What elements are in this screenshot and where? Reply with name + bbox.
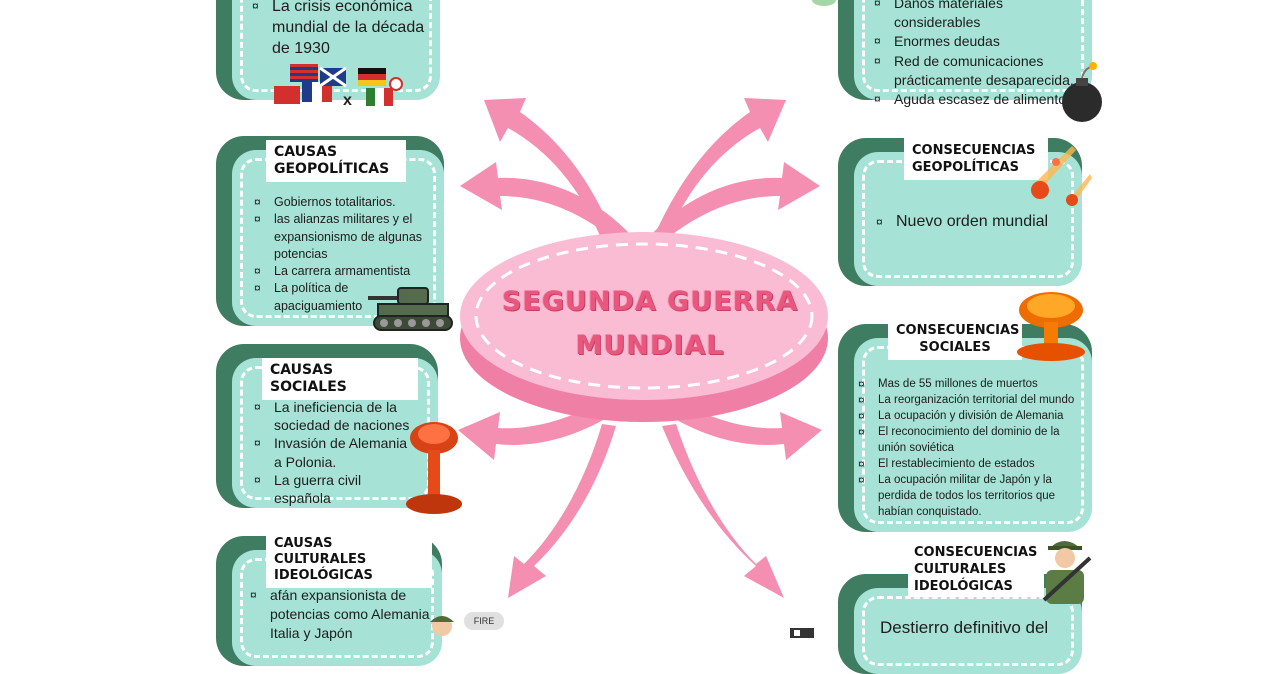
- list-item: La reorganización territorial del mundo: [858, 392, 1084, 408]
- arrow-to-causas-culturales: [508, 424, 616, 598]
- list-item: La crisis económica mundial de la década…: [252, 0, 432, 59]
- card-causas-geopoliticas: CAUSAS GEOPOLÍTICAS Gobiernos totalitari…: [216, 136, 444, 326]
- list-item: Nuevo orden mundial: [876, 212, 1066, 232]
- leaf-icon: [812, 0, 836, 6]
- causas-culturales-title: CAUSAS CULTURALES IDEOLÓGICAS: [266, 532, 432, 588]
- central-title-line1: SEGUNDA GUERRA: [501, 286, 799, 317]
- list-item: Daños materiales considerables: [874, 0, 1086, 32]
- list-item: La ocupación militar de Japón y la perdi…: [858, 472, 1084, 520]
- list-item: Enormes deudas: [874, 32, 1086, 51]
- nuclear-explosion-icon: [1017, 292, 1085, 361]
- causas-sociales-list: La ineficiencia de la sociedad de nacion…: [254, 398, 414, 507]
- consecuencias-geopoliticas-title: CONSECUENCIAS GEOPOLÍTICAS: [904, 138, 1048, 180]
- consecuencias-geopoliticas-list: Nuevo orden mundial: [876, 212, 1066, 232]
- list-item: La ocupación y división de Alemania: [858, 408, 1084, 424]
- arrow-to-causas-economicas: [484, 98, 612, 236]
- arrow-to-causas-sociales: [458, 402, 610, 460]
- bomb-icon: [1062, 62, 1102, 122]
- tank-icon: [368, 287, 453, 331]
- list-item: afán expansionista de potencias como Ale…: [250, 586, 430, 643]
- cannon-soldier-icon: [430, 616, 454, 636]
- central-title-line2: MUNDIAL: [575, 330, 725, 361]
- causas-geopoliticas-title: CAUSAS GEOPOLÍTICAS: [266, 140, 406, 182]
- flags-separator: x: [343, 92, 352, 109]
- consecuencias-culturales-text: Destierro definitivo del: [880, 618, 1049, 637]
- card-causas-sociales: CAUSAS SOCIALES La ineficiencia de la so…: [216, 344, 438, 508]
- consecuencias-economicas-list: Daños materiales considerables Enormes d…: [874, 0, 1086, 109]
- list-item: Mas de 55 millones de muertos: [858, 376, 1084, 392]
- list-item: Gobiernos totalitarios.: [254, 194, 436, 212]
- list-item: las alianzas militares y el expansionism…: [254, 211, 436, 263]
- causas-economicas-list: La crisis económica mundial de la década…: [252, 0, 432, 59]
- meteor-icon: [1031, 146, 1092, 206]
- causas-geopoliticas-list: Gobiernos totalitarios. las alianzas mil…: [254, 194, 436, 315]
- consecuencias-sociales-list: Mas de 55 millones de muertos La reorgan…: [858, 376, 1084, 520]
- explosion-icon: [406, 422, 462, 514]
- center-ellipse-top: [460, 232, 828, 400]
- list-item: La política de apaciguamiento: [254, 280, 436, 315]
- list-item: El reconocimiento del dominio de la unió…: [858, 424, 1084, 456]
- list-item: Aguda escasez de alimentos: [874, 90, 1086, 109]
- arrow-to-causas-geopoliticas: [460, 162, 632, 246]
- causas-culturales-list: afán expansionista de potencias como Ale…: [250, 586, 430, 643]
- center-ellipse-dashes: [474, 242, 814, 390]
- list-item: Invasión de Alemania a Polonia.: [254, 434, 414, 470]
- fire-sign: FIRE: [464, 612, 504, 630]
- arrow-to-consecuencias-geopoliticas: [650, 162, 820, 246]
- consecuencias-sociales-title: CONSECUENCIAS SOCIALES: [888, 318, 1022, 360]
- card-consecuencias-economicas: Daños materiales considerables Enormes d…: [838, 0, 1092, 109]
- list-item: El restablecimiento de estados: [858, 456, 1084, 472]
- list-item: La carrera armamentista: [254, 263, 436, 281]
- mind-map: SEGUNDA GUERRA MUNDIAL La crisis económi…: [0, 0, 1280, 640]
- list-item: La guerra civil española: [254, 471, 414, 507]
- list-item: Red de comunicaciones prácticamente desa…: [874, 52, 1086, 90]
- cannon-icon: [790, 628, 814, 638]
- soldier-icon: [1042, 541, 1092, 604]
- card-causas-culturales: CAUSAS CULTURALES IDEOLÓGICAS afán expan…: [216, 532, 442, 666]
- central-title: SEGUNDA GUERRA MUNDIAL: [470, 280, 830, 368]
- flags-icon: [274, 64, 403, 106]
- list-item: La ineficiencia de la sociedad de nacion…: [254, 398, 414, 434]
- consecuencias-culturales-title: CONSECUENCIAS CULTURALES IDEOLÓGICAS: [908, 542, 1044, 597]
- causas-sociales-title: CAUSAS SOCIALES: [262, 358, 418, 400]
- arrow-to-consecuencias-culturales: [662, 424, 784, 598]
- arrows-layer: [458, 98, 828, 598]
